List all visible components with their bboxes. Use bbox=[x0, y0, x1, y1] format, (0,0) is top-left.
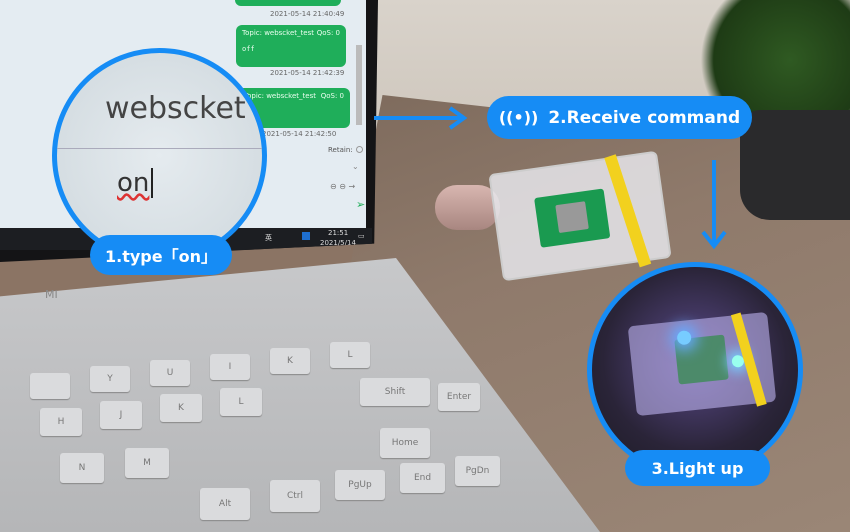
message-payload: off bbox=[242, 45, 255, 53]
message-qos: QoS: 0 bbox=[320, 92, 344, 100]
message-topic: Topic: webscket_test bbox=[242, 29, 314, 37]
key: Home bbox=[380, 428, 430, 458]
lit-breadboard bbox=[627, 311, 777, 417]
key: Alt bbox=[200, 488, 250, 520]
enter-key: Enter bbox=[438, 383, 480, 411]
pgdn-key: PgDn bbox=[455, 456, 500, 486]
retain-label: Retain: bbox=[328, 146, 353, 154]
key: M bbox=[125, 448, 169, 478]
step2-label: ((•)) 2.Receive command bbox=[487, 96, 752, 139]
key: K bbox=[160, 394, 202, 422]
send-icon[interactable]: ➢ bbox=[356, 198, 366, 211]
message-timestamp: 2021-05-14 21:42:39 bbox=[270, 69, 345, 77]
key: L bbox=[330, 342, 370, 368]
magnified-topic: webscket bbox=[105, 91, 246, 126]
pagination-arrows[interactable]: ⊖ ⊖ → bbox=[330, 182, 356, 191]
laptop-logo: MI bbox=[45, 288, 58, 301]
key: I bbox=[210, 354, 250, 380]
scrollbar[interactable] bbox=[356, 45, 362, 125]
message-timestamp: 2021-05-14 21:40:49 bbox=[270, 10, 345, 18]
pcb-module bbox=[534, 188, 611, 248]
app-icon[interactable] bbox=[302, 232, 310, 240]
magnifier-typing: webscket on bbox=[52, 48, 267, 263]
key: H bbox=[40, 408, 82, 436]
magnifier-lit-device bbox=[587, 262, 803, 478]
chevron-down-icon[interactable]: ⌄ bbox=[352, 162, 359, 171]
chair bbox=[740, 110, 850, 220]
key: PgUp bbox=[335, 470, 385, 500]
key: Shift bbox=[360, 378, 430, 406]
arrow-right-icon bbox=[374, 106, 468, 130]
key: J bbox=[100, 401, 142, 429]
wifi-chip bbox=[555, 201, 589, 234]
message-bubble: Topic: webscket_test QoS: 0 off bbox=[236, 25, 346, 67]
breadboard-device bbox=[488, 150, 672, 282]
message-bubble bbox=[235, 0, 341, 6]
key: Y bbox=[90, 366, 130, 392]
divider bbox=[57, 148, 262, 149]
key bbox=[30, 373, 70, 399]
arrow-down-icon bbox=[701, 160, 727, 250]
key: N bbox=[60, 453, 104, 483]
key: K bbox=[270, 348, 310, 374]
notification-icon[interactable]: ▭ bbox=[358, 232, 365, 240]
clock-date: 2021/5/14 bbox=[320, 239, 356, 247]
key: End bbox=[400, 463, 445, 493]
step2-text: 2.Receive command bbox=[548, 107, 741, 128]
magnified-input: on bbox=[117, 168, 154, 198]
usb-power-bank bbox=[435, 185, 500, 230]
key: Ctrl bbox=[270, 480, 320, 512]
rubber-band bbox=[604, 154, 652, 268]
message-timestamp: 2021-05-14 21:42:50 bbox=[262, 130, 337, 138]
step1-label: 1.type「on」 bbox=[90, 235, 232, 275]
clock-time: 21:51 bbox=[328, 229, 349, 237]
key: L bbox=[220, 388, 262, 416]
ime-indicator[interactable]: 英 bbox=[265, 234, 272, 242]
key: U bbox=[150, 360, 190, 386]
message-topic: Topic: webscket_test bbox=[244, 92, 316, 100]
broadcast-icon: ((•)) bbox=[498, 108, 539, 127]
message-qos: QoS: 0 bbox=[316, 29, 340, 37]
retain-radio[interactable] bbox=[356, 146, 363, 153]
step3-label: 3.Light up bbox=[625, 450, 770, 486]
